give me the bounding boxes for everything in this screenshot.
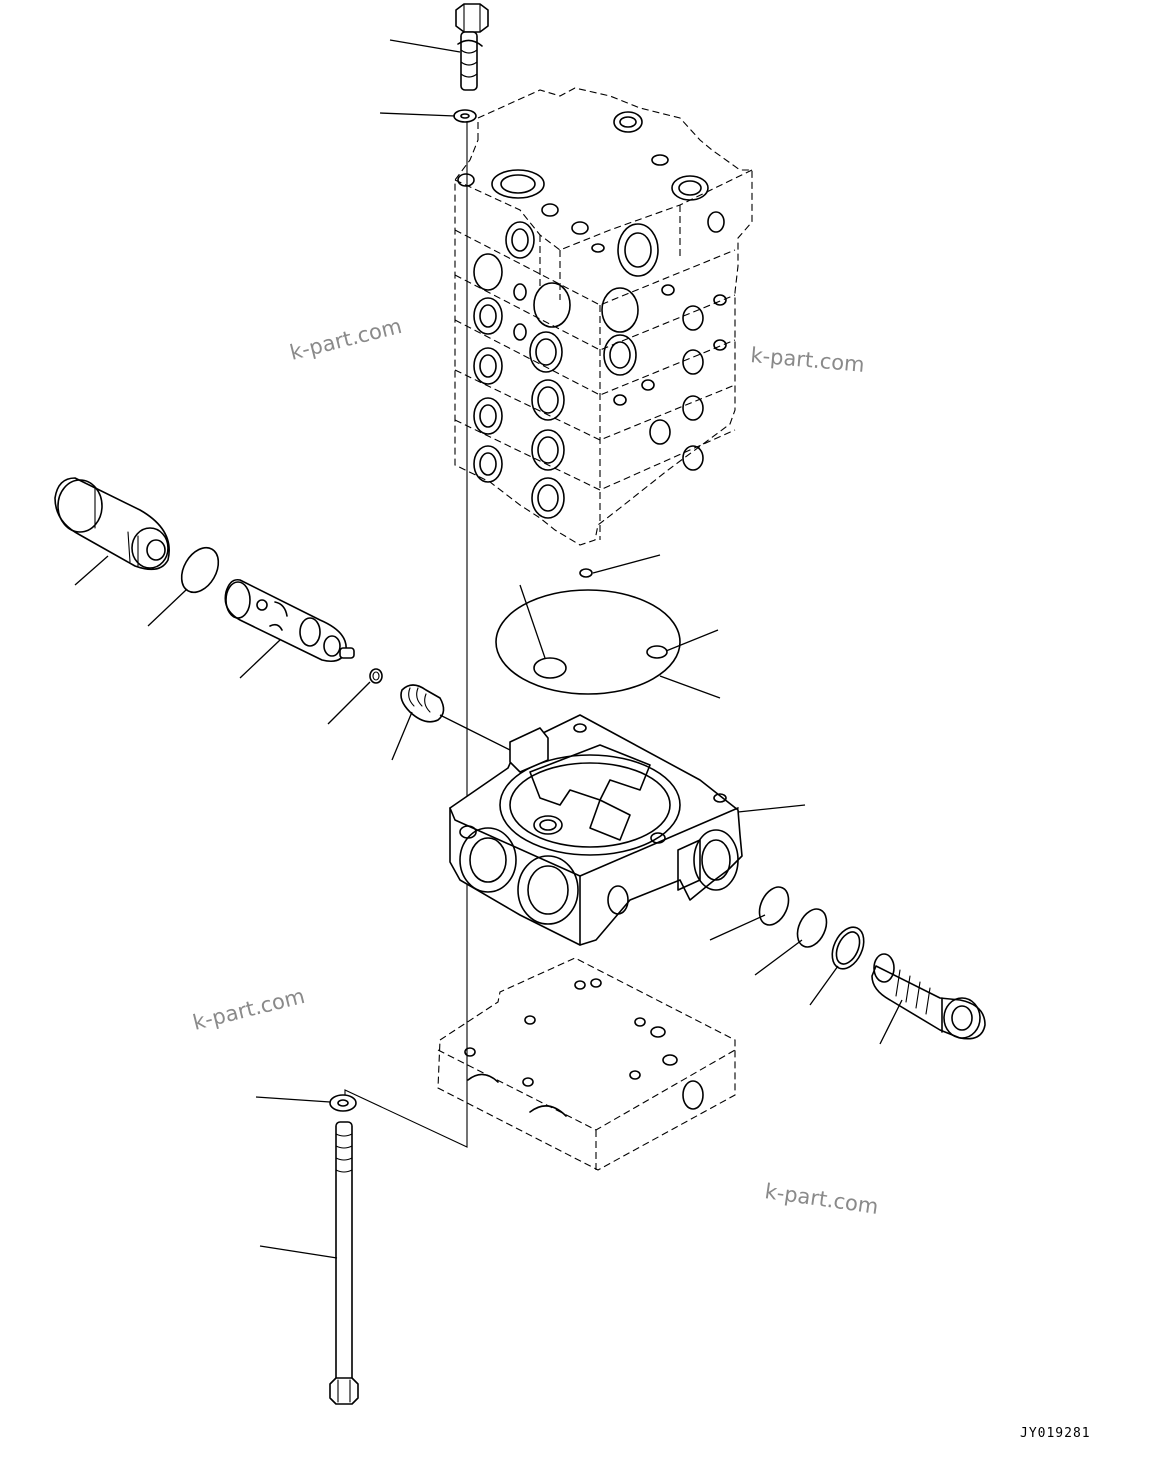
relief-o-ring-2	[796, 908, 828, 948]
lower-end-plate	[437, 957, 736, 1171]
spool	[224, 578, 355, 663]
watermark-text: k-part.com	[287, 314, 404, 365]
watermark-text: k-part.com	[190, 984, 307, 1035]
spool-o-ring	[180, 546, 220, 594]
small-o-ring-top	[579, 568, 593, 578]
tie-bolt	[329, 1121, 359, 1405]
top-bolt	[455, 3, 489, 91]
upper-valve-stack	[454, 87, 753, 546]
leader-lines	[74, 39, 903, 1259]
drawing-code: JY019281	[1020, 1426, 1091, 1441]
relief-valve-cartridge	[871, 953, 986, 1040]
spool-cap	[54, 477, 170, 571]
gasket-plate	[495, 589, 681, 695]
relief-o-ring-1	[758, 886, 790, 926]
assembly-axis-line	[344, 121, 468, 1148]
watermark-text: k-part.com	[750, 343, 866, 377]
relief-backup-ring	[831, 926, 865, 970]
top-washer	[453, 109, 477, 123]
watermark-text: k-part.com	[763, 1179, 880, 1219]
lower-washer	[329, 1094, 357, 1112]
small-ball	[369, 668, 383, 684]
spring	[400, 684, 445, 723]
valve-body	[449, 714, 743, 946]
